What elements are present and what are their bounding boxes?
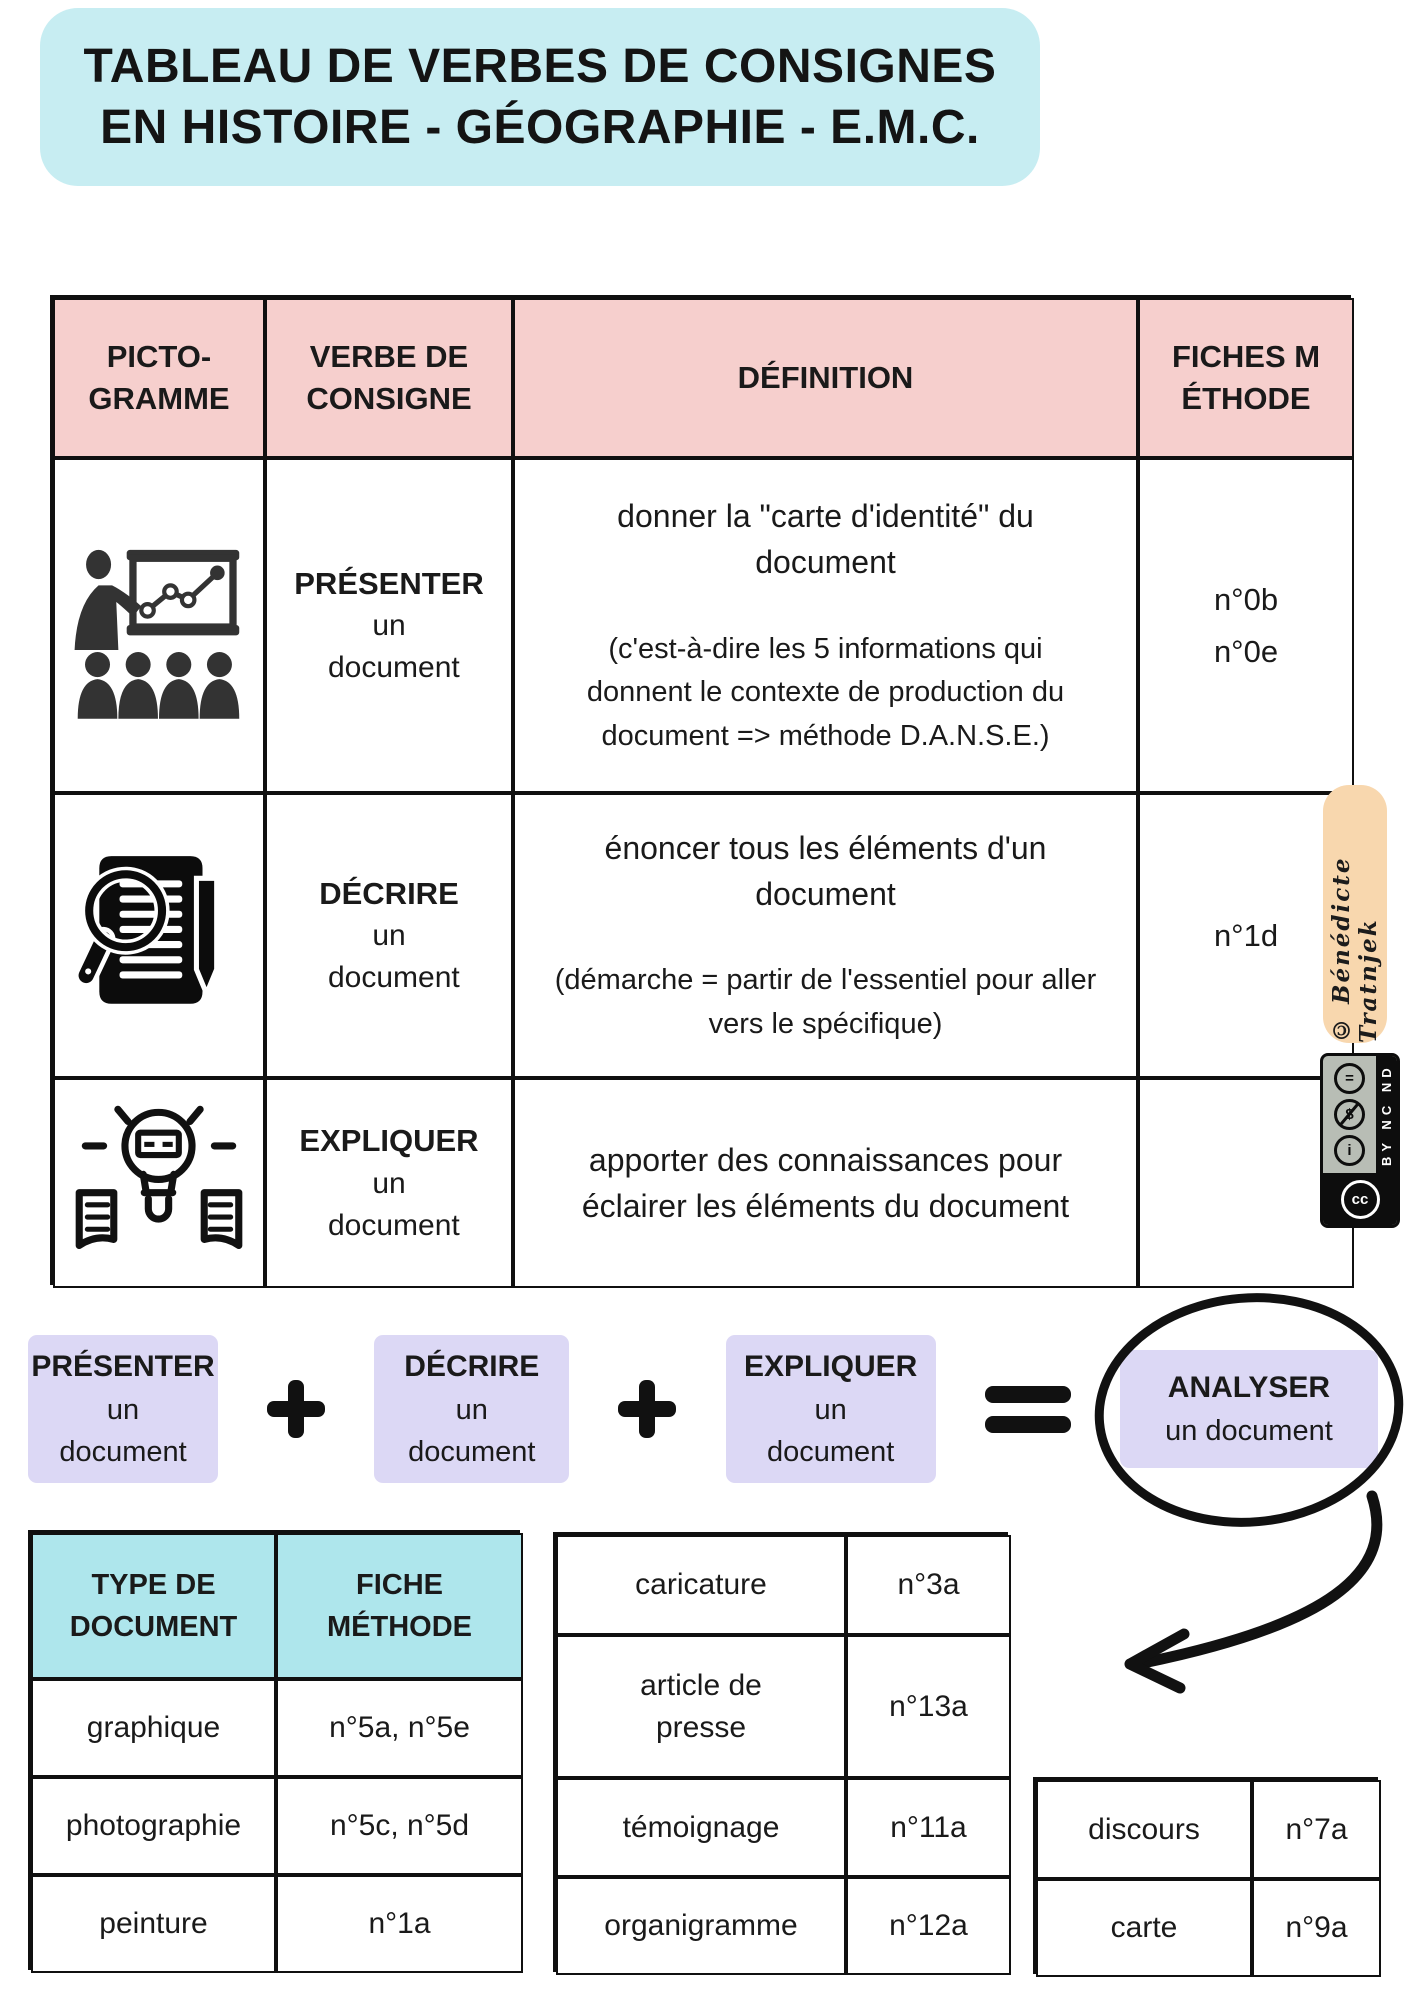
fiche-ref: n°5c, n°5d [276,1777,523,1875]
verb-decrire: DÉCRIRE un document [265,793,513,1078]
fiche-ref: n°1a [276,1875,523,1973]
plus-icon [267,1380,326,1438]
page-title-line2: EN HISTOIRE - GÉOGRAPHIE - E.M.C. [100,101,980,154]
header-pictogramme: PICTO- GRAMME [53,298,265,458]
definition-main: donner la "carte d'identité" du document [617,497,1034,581]
verb-expliquer: EXPLIQUER un document [265,1078,513,1288]
verb-presenter: PRÉSENTER un document [265,458,513,793]
definition-expliquer: apporter des connaissances pour éclairer… [513,1078,1138,1288]
magnifier-document-icon [53,793,265,1078]
presenter-audience-icon [53,458,265,793]
curved-arrow-icon [1124,1490,1383,1694]
doc-type: témoignage [556,1778,846,1877]
formula-box-decrire: DÉCRIRE un document [374,1335,570,1483]
nc-no-money-icon: $ [1334,1098,1365,1130]
credit-banner: © Bénédicte Tratnjek [1323,785,1387,1043]
verb-label: PRÉSENTER [294,565,484,601]
definition-note: (c'est-à-dire les 5 informations qui don… [586,632,1065,752]
formula-box-expliquer: EXPLIQUER un document [725,1335,936,1483]
definition-main: énoncer tous les éléments d'un document [604,829,1047,912]
fiche-ref: n°5a, n°5e [276,1679,523,1777]
doc-type: caricature [556,1535,846,1635]
by-attribution-icon: i [1334,1135,1365,1167]
fiches-presenter: n°0b n°0e [1138,458,1354,793]
equals-icon [984,1385,1071,1433]
header-type-de-document: TYPE DE DOCUMENT [31,1533,276,1679]
definition-decrire: énoncer tous les éléments d'un document … [513,793,1138,1078]
doc-type: graphique [31,1679,276,1777]
fiche-ref: n°12a [846,1877,1011,1975]
analyser-group: ANALYSER un document [1094,1293,1404,1527]
verb-object: un document [328,609,460,685]
title-banner: TABLEAU DE VERBES DE CONSIGNES EN HISTOI… [40,8,1040,186]
doc-type: peinture [31,1875,276,1973]
verb-object: un document [328,919,460,995]
doc-fiche-table-right: discours n°7a carte n°9a [1033,1777,1381,1977]
formula-row: PRÉSENTER un document DÉCRIRE un documen… [28,1293,1404,1527]
fiche-ref: n°13a [846,1635,1011,1778]
nd-equals-icon: = [1334,1062,1365,1094]
cc-license-badge: = $ i BY NC ND cc [1320,1053,1400,1228]
fiche-ref: n°7a [1252,1780,1381,1879]
license-text: BY NC ND [1376,1056,1397,1173]
lightbulb-documents-icon [53,1078,265,1288]
doc-fiche-table-middle: caricature n°3a article de presse n°13a … [553,1532,1011,1975]
formula-box-presenter: PRÉSENTER un document [28,1335,218,1483]
formula-box-analyser: ANALYSER un document [1119,1350,1378,1468]
header-definition: DÉFINITION [513,298,1138,458]
fiche-ref: n°11a [846,1778,1011,1877]
header-fiche-methode: FICHE MÉTHODE [276,1533,523,1679]
verb-object: un document [328,1166,460,1242]
definition-note: (démarche = partir de l'essentiel pour a… [554,964,1097,1040]
header-fiches-methode: FICHES MÉTHODE [1138,298,1354,458]
page-title: TABLEAU DE VERBES DE CONSIGNES EN HISTOI… [84,36,997,159]
verb-label: EXPLIQUER [299,1123,479,1159]
definition-main: apporter des connaissances pour éclairer… [581,1141,1070,1224]
fiche-ref: n°3a [846,1535,1011,1635]
cc-logo-icon: cc [1323,1173,1397,1225]
doc-type: article de presse [556,1635,846,1778]
fiche-ref: n°9a [1252,1879,1381,1977]
verb-label: DÉCRIRE [319,875,459,911]
header-verbe-de-consigne: VERBE DE CONSIGNE [265,298,513,458]
definition-presenter: donner la "carte d'identité" du document… [513,458,1138,793]
verbs-table: PICTO- GRAMME VERBE DE CONSIGNE DÉFINITI… [50,295,1354,1288]
doc-type: organigramme [556,1877,846,1975]
doc-type: photographie [31,1777,276,1875]
credit-text: © Bénédicte Tratnjek [1328,856,1382,1043]
type-document-table: TYPE DE DOCUMENT FICHE MÉTHODE graphique… [28,1530,523,1973]
doc-type: discours [1036,1780,1252,1879]
doc-type: carte [1036,1879,1252,1977]
plus-icon [618,1380,677,1438]
fiches-decrire: n°1d [1138,793,1354,1078]
page-title-line1: TABLEAU DE VERBES DE CONSIGNES [83,39,997,93]
